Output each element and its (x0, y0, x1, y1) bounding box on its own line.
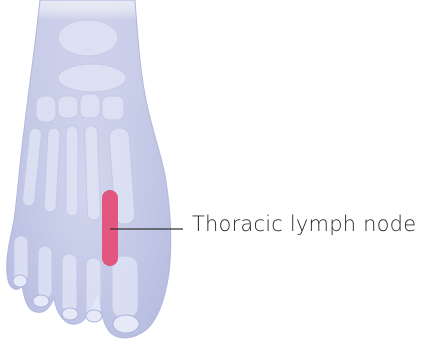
metatarsal-3 (66, 126, 78, 216)
toenail-4 (33, 295, 49, 307)
cuneiform-bone-2 (80, 94, 100, 118)
toenail-2 (86, 310, 102, 322)
callout-label: Thoracic lymph node (192, 212, 416, 236)
metatarsal-2 (84, 126, 100, 220)
phalanx-4 (38, 246, 52, 298)
cuneiform-bone-1 (58, 96, 78, 118)
phalanx-1 (112, 256, 138, 318)
cuneiform-bone-3 (102, 96, 124, 120)
highlighted-node (102, 190, 118, 266)
phalanx-3 (62, 254, 77, 312)
cuboid-bone (36, 96, 56, 122)
talus-bone (58, 20, 118, 56)
toenail-5 (13, 275, 27, 287)
phalanx-2 (86, 258, 101, 318)
navicular-bone (58, 64, 126, 92)
toenail-3 (62, 308, 78, 320)
toenail-1 (113, 315, 139, 333)
